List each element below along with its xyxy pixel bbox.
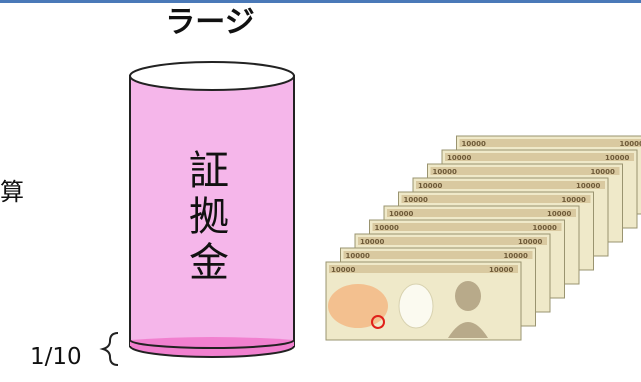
banknote-denomination-left: 10000 [447, 154, 471, 162]
banknote-denomination-right: 10000 [518, 238, 542, 246]
banknote-denomination-left: 10000 [418, 182, 442, 190]
banknote-denomination-right: 10000 [489, 266, 513, 274]
cylinder-top [129, 61, 295, 91]
cylinder-base-line [129, 339, 295, 349]
brace-icon [99, 332, 119, 366]
cropped-edge-text: 算 [0, 178, 24, 206]
title: ラージ [165, 5, 255, 40]
portrait-icon [455, 281, 481, 311]
banknote-denomination-right: 10000 [562, 196, 586, 204]
banknote-denomination-right: 10000 [533, 224, 557, 232]
margin-label-char-2: 拠 [189, 194, 229, 240]
banknote-denomination-right: 10000 [620, 140, 641, 148]
banknote-denomination-left: 10000 [360, 238, 384, 246]
margin-label-char-1: 証 [189, 148, 229, 194]
banknote-denomination-left: 10000 [331, 266, 355, 274]
banknote-stack: 1000010000100001000010000100001000010000… [325, 135, 641, 341]
banknote: 10000 10000 [325, 261, 522, 341]
banknote-denomination-left: 10000 [462, 140, 486, 148]
scale-label: 1/10 [30, 344, 82, 370]
cylinder-bottom-edge [129, 345, 295, 358]
banknote-denomination-left: 10000 [389, 210, 413, 218]
margin-label: 証 拠 金 [174, 148, 244, 286]
banknote-denomination-right: 10000 [504, 252, 528, 260]
top-border [0, 0, 641, 3]
banknote-denomination-left: 10000 [404, 196, 428, 204]
banknote-denomination-right: 10000 [547, 210, 571, 218]
banknote-denomination-right: 10000 [576, 182, 600, 190]
margin-cylinder [129, 61, 295, 358]
banknote-denomination-left: 10000 [375, 224, 399, 232]
banknote-denomination-right: 10000 [605, 154, 629, 162]
banknote-denomination-left: 10000 [433, 168, 457, 176]
banknote-denomination-left: 10000 [346, 252, 370, 260]
red-seal-icon [371, 315, 385, 329]
banknote-denomination-right: 10000 [591, 168, 615, 176]
margin-label-char-3: 金 [189, 240, 229, 286]
